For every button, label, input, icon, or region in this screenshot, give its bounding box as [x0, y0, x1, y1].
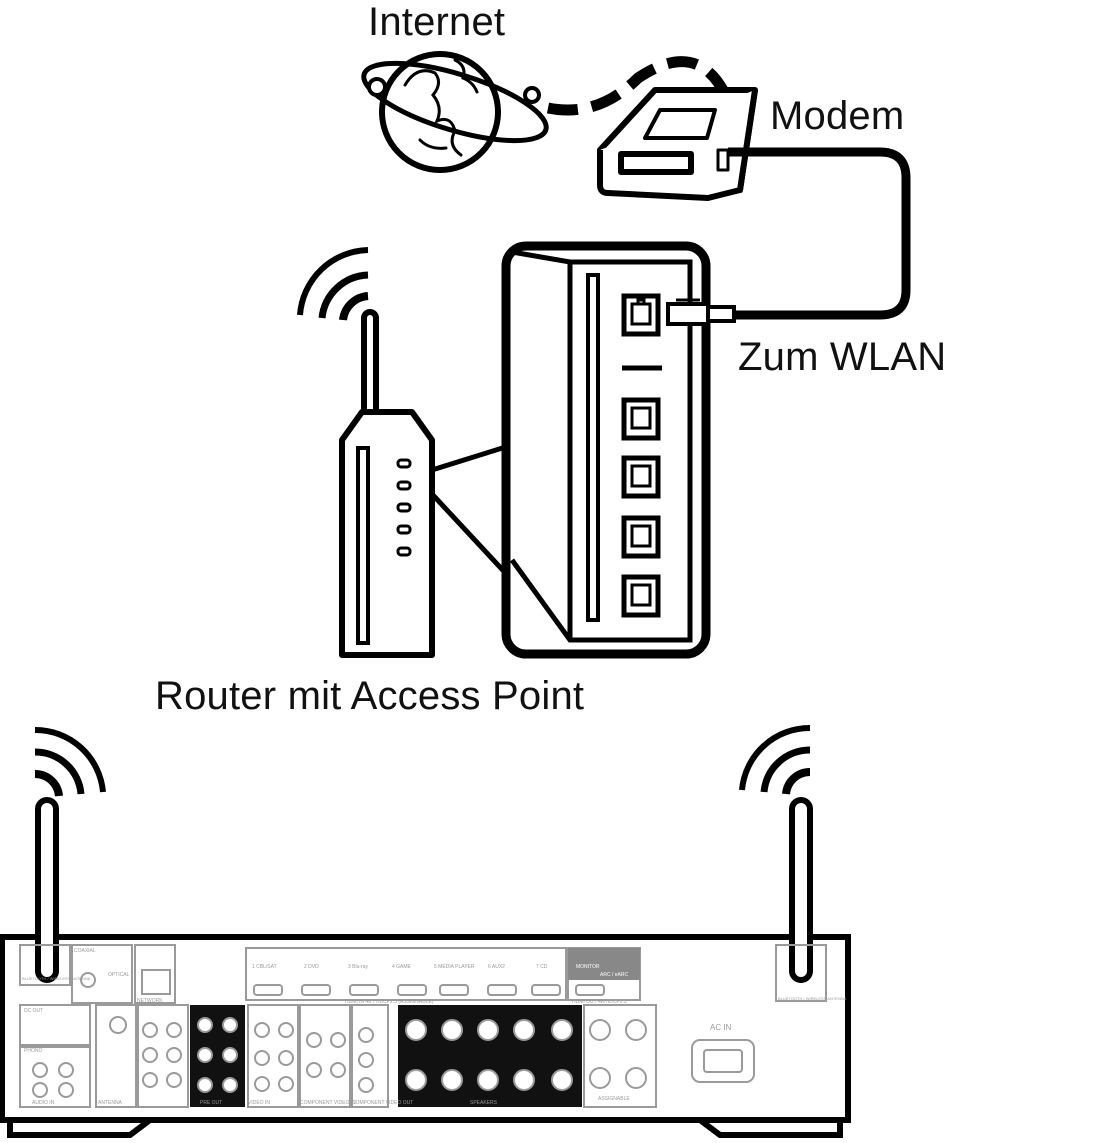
antenna-right-icon [789, 797, 813, 983]
hdmi-out-label: HDMI OUT 4K/HDCP2.3 [572, 999, 627, 1005]
hdmi-input-2: 2 DVD [304, 964, 319, 970]
antenna-left-icon [35, 797, 59, 983]
speakers-label: SPEAKERS [470, 1100, 498, 1106]
dc-out-label: DC OUT [24, 1008, 43, 1014]
coaxial-label: COAXIAL [74, 948, 96, 954]
zum-wlan-label: Zum WLAN [738, 335, 947, 379]
wifi-waves-left-icon [34, 726, 106, 797]
lan-port-icon [621, 515, 661, 559]
wifi-waves-router-icon [297, 247, 369, 321]
wan-port-icon [621, 293, 661, 337]
antenna-label: ANTENNA [98, 1100, 123, 1106]
router-icon [339, 309, 435, 658]
hdmi-input-5: 5 MEDIA PLAYER [434, 964, 475, 970]
audio-in-label: AUDIO IN [32, 1100, 55, 1106]
hdmi-in-label: HDMI IN 4K / HDCP2.3 (ASSIGNABLE) [345, 999, 434, 1005]
phono-label: PHONO [24, 1048, 42, 1054]
optical-label: OPTICAL [108, 972, 130, 978]
lan-port-icon [621, 574, 661, 618]
hdmi-input-1: 1 CBL/SAT [252, 964, 277, 970]
internet-link [546, 56, 731, 116]
arc-label: ARC / eARC [600, 972, 628, 978]
bt-antenna-left-label: BLUETOOTH / WIRELESS ANTENNA [22, 976, 91, 981]
ethernet-plug-icon [666, 298, 736, 326]
hdmi-input-7: 7 CD [536, 964, 548, 970]
modem-router-cable [705, 147, 911, 320]
ac-in-label: AC IN [710, 1023, 732, 1032]
pre-out-label: PRE OUT [200, 1100, 222, 1106]
modem-label: Modem [770, 94, 905, 138]
hdmi-input-6: 6 AUX2 [488, 964, 505, 970]
assignable-label: ASSIGNABLE [598, 1096, 630, 1102]
component-video-in-label: COMPONENT VIDEO IN [300, 1100, 356, 1106]
network-label: NETWORK [137, 998, 163, 1004]
av-receiver: COAXIAL OPTICAL NETWORK DC OUT PHONO AUD… [0, 797, 851, 1138]
wifi-waves-right-icon [739, 724, 811, 795]
bt-antenna-right-label: BLUETOOTH / WIRELESS ANTENNA [778, 996, 847, 1001]
router-label: Router mit Access Point [155, 674, 585, 718]
monitor-label: MONITOR [576, 964, 600, 970]
internet-label: Internet [368, 0, 506, 44]
video-in-label: VIDEO IN [248, 1100, 270, 1106]
callout-lines [430, 442, 514, 582]
hdmi-input-3: 3 Blu-ray [348, 964, 369, 970]
modem-icon [597, 87, 758, 201]
lan-port-icon [621, 455, 661, 499]
hdmi-input-4: 4 GAME [392, 964, 412, 970]
globe-icon [361, 51, 549, 173]
lan-port-icon [621, 397, 661, 441]
component-video-out-label: COMPONENT VIDEO OUT [352, 1100, 413, 1106]
